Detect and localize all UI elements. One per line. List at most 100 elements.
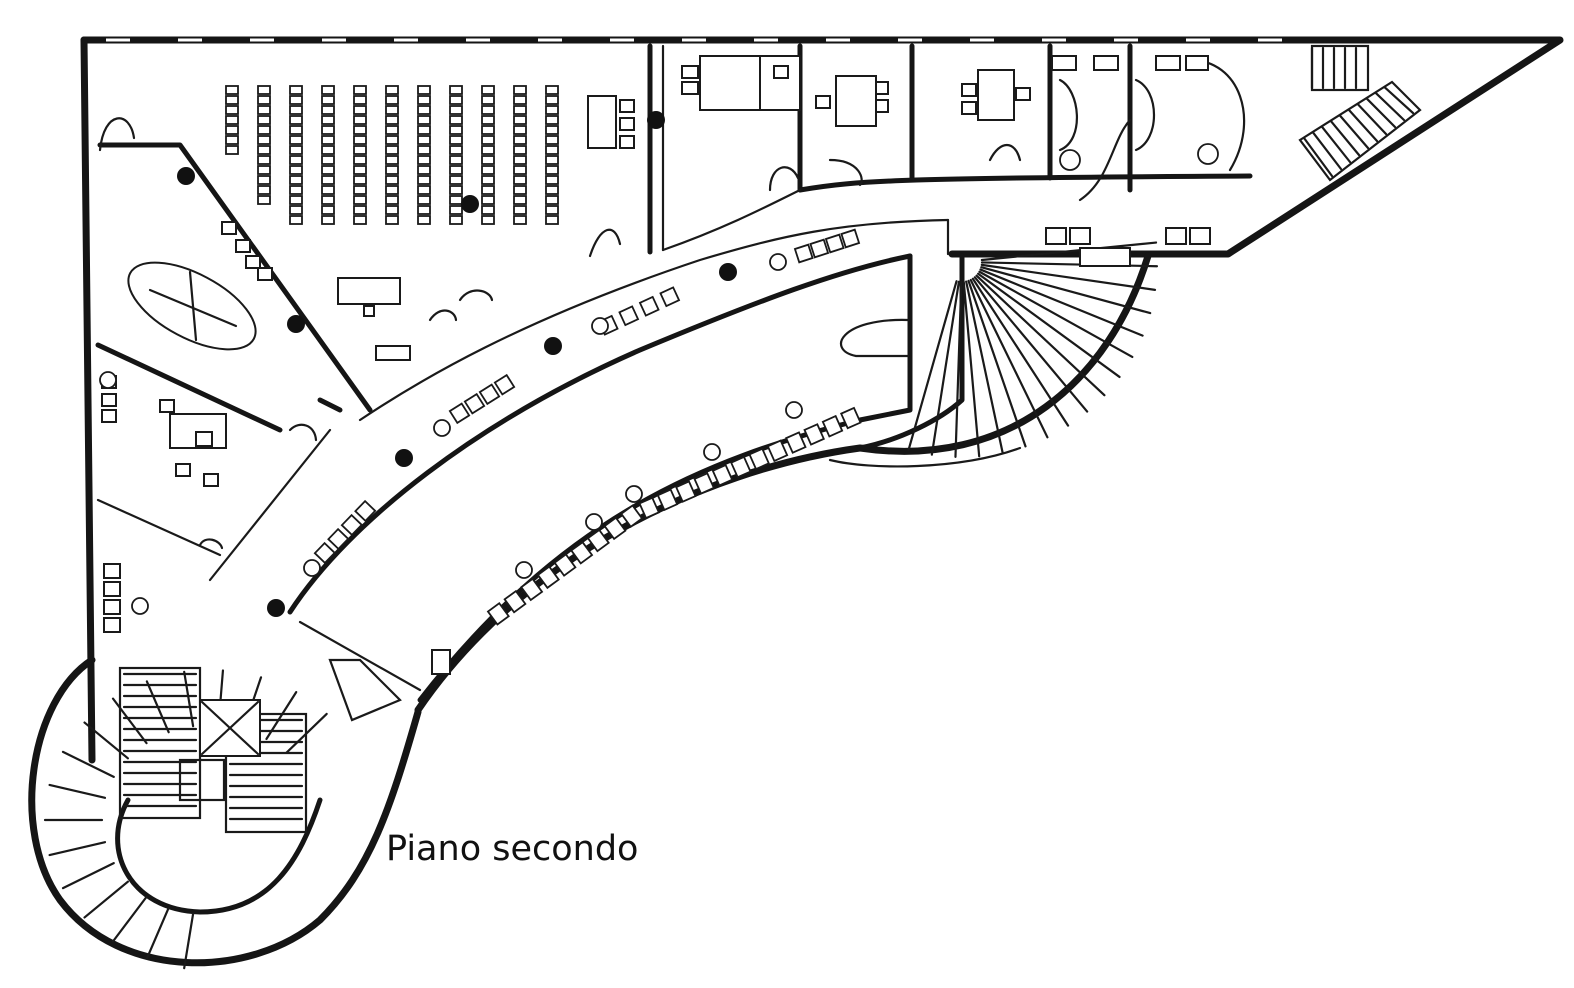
reception-counter — [1079, 247, 1131, 267]
shelf-unit — [289, 85, 303, 95]
shelf-unit — [513, 195, 527, 205]
chair — [1059, 149, 1081, 171]
seat — [620, 504, 644, 528]
shelf-unit — [225, 135, 239, 145]
shelf-unit — [257, 165, 271, 175]
shelf-unit — [481, 115, 495, 125]
shelf-unit — [417, 145, 431, 155]
column-dot-icon — [544, 337, 562, 355]
stair-step — [1311, 131, 1343, 171]
furniture-piece — [1093, 55, 1119, 71]
library-shelves — [225, 85, 559, 225]
chair — [303, 559, 321, 577]
furniture-piece — [103, 581, 121, 597]
desks — [101, 55, 1211, 675]
furniture-piece — [1185, 55, 1209, 71]
furniture-piece — [175, 463, 191, 477]
stair-step — [907, 280, 958, 451]
furniture-piece — [1165, 227, 1187, 245]
shelf-unit — [513, 165, 527, 175]
shelf-unit — [257, 115, 271, 125]
seat — [803, 423, 826, 446]
shelf-unit — [513, 105, 527, 115]
seat — [520, 577, 544, 602]
shelf-unit — [289, 105, 303, 115]
shelf-unit — [225, 105, 239, 115]
seat — [486, 602, 510, 626]
shelf-unit — [353, 185, 367, 195]
shelf-unit — [449, 165, 463, 175]
seat — [493, 373, 516, 396]
shelf-unit — [513, 175, 527, 185]
shelf-unit — [321, 215, 335, 225]
furniture-piece — [337, 277, 401, 305]
shelf-unit — [513, 185, 527, 195]
shelf-unit — [257, 105, 271, 115]
shelf-unit — [513, 205, 527, 215]
shelf-unit — [481, 185, 495, 195]
seat — [711, 463, 734, 487]
furniture-piece — [619, 117, 635, 131]
shelf-unit — [321, 175, 335, 185]
stair-step — [977, 272, 1121, 379]
stair-step — [980, 266, 1152, 315]
shelf-unit — [545, 185, 559, 195]
shelf-unit — [289, 135, 303, 145]
seat — [503, 589, 527, 614]
shelf-unit — [417, 175, 431, 185]
column-dot-icon — [461, 195, 479, 213]
shelf-unit — [385, 125, 399, 135]
chair — [625, 485, 643, 503]
stair-step — [965, 280, 1004, 454]
column-dot-icon — [395, 449, 413, 467]
seat — [570, 540, 594, 565]
furniture-piece — [103, 599, 121, 615]
stair-step — [962, 280, 981, 458]
shelf-unit — [481, 95, 495, 105]
shelf-unit — [385, 85, 399, 95]
shelf-unit — [257, 125, 271, 135]
furniture-piece — [159, 399, 175, 413]
furniture-piece — [1045, 227, 1067, 245]
shelf-unit — [225, 125, 239, 135]
shelf-unit — [321, 95, 335, 105]
stair-step — [1365, 97, 1397, 129]
shelf-unit — [385, 105, 399, 115]
shelf-unit — [321, 145, 335, 155]
shelf-unit — [225, 145, 239, 155]
shelf-unit — [257, 155, 271, 165]
shelf-unit — [481, 125, 495, 135]
furniture-piece — [101, 393, 117, 407]
shelf-unit — [449, 205, 463, 215]
shelf-unit — [417, 195, 431, 205]
seat — [784, 431, 807, 454]
shelf-unit — [513, 95, 527, 105]
shelf-unit — [257, 175, 271, 185]
shelf-unit — [385, 135, 399, 145]
stair-step — [979, 268, 1144, 337]
shelf-unit — [257, 95, 271, 105]
furniture-piece — [235, 239, 251, 253]
shelf-unit — [353, 165, 367, 175]
seat — [656, 488, 679, 512]
stair-step — [48, 841, 107, 857]
shelf-unit — [449, 145, 463, 155]
furniture-piece — [1189, 227, 1211, 245]
furniture-piece — [221, 221, 237, 235]
chair — [99, 371, 117, 389]
seat — [463, 392, 486, 415]
furniture-piece — [103, 563, 121, 579]
seat — [748, 447, 771, 471]
column-dot-icon — [267, 599, 285, 617]
stair-step — [1374, 92, 1406, 122]
shelf-unit — [225, 85, 239, 95]
stair-step — [83, 880, 129, 919]
shelf-unit — [353, 115, 367, 125]
column-dot-icon — [647, 111, 665, 129]
shelf-unit — [385, 215, 399, 225]
stair-step — [980, 263, 1157, 291]
seat — [809, 238, 830, 259]
furniture-piece — [375, 345, 411, 361]
seat — [693, 472, 716, 495]
shelf-unit — [385, 185, 399, 195]
